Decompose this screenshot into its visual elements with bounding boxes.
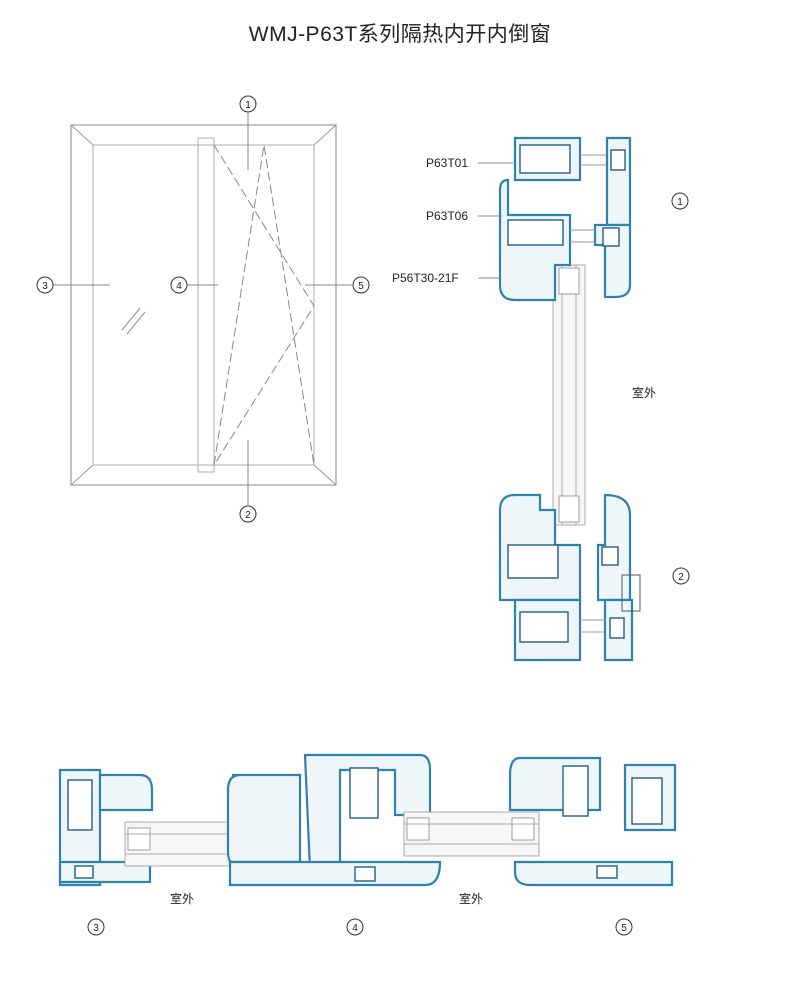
section-marker-4: 4 bbox=[352, 923, 358, 934]
marker-3: 3 bbox=[42, 281, 48, 292]
drawing-title: WMJ-P63T系列隔热内开内倒窗 bbox=[248, 23, 552, 46]
outside-label: 室外 bbox=[632, 385, 656, 400]
section-marker-1: 1 bbox=[677, 197, 683, 208]
marker-4: 4 bbox=[176, 281, 182, 292]
horizontal-section: 室外 室外 3 4 5 bbox=[58, 753, 677, 936]
vertical-section: P63T01 P63T06 P56T30-21F 室外 1 2 bbox=[392, 136, 690, 662]
marker-2: 2 bbox=[245, 510, 251, 521]
outside-label-right: 室外 bbox=[459, 891, 483, 906]
section-marker-5: 5 bbox=[621, 923, 627, 934]
label-p63t06: P63T06 bbox=[426, 209, 468, 223]
outside-label-left: 室外 bbox=[170, 891, 194, 906]
label-p56t30-21f: P56T30-21F bbox=[392, 271, 459, 285]
window-elevation: 1 2 3 4 5 bbox=[36, 95, 370, 523]
section-marker-3: 3 bbox=[93, 923, 99, 934]
marker-5: 5 bbox=[358, 281, 364, 292]
marker-1: 1 bbox=[245, 100, 251, 111]
section-marker-2: 2 bbox=[678, 572, 684, 583]
label-p63t01: P63T01 bbox=[426, 156, 468, 170]
